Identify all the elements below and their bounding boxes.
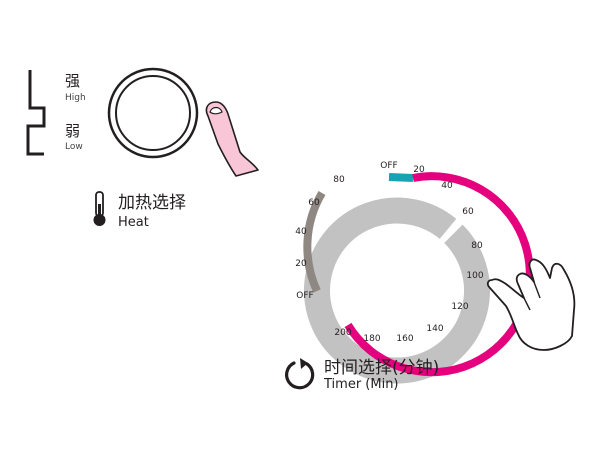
tick-inner-off: OFF — [296, 291, 314, 301]
tick-160: 160 — [396, 334, 414, 344]
high-label-en: High — [65, 93, 86, 103]
timer-title-cn: 时间选择(分钟) — [324, 358, 440, 378]
tick-inner-60: 60 — [308, 198, 320, 208]
thermometer-icon — [93, 191, 106, 226]
tick-60: 60 — [462, 207, 474, 217]
heat-knob[interactable] — [105, 65, 205, 165]
high-low-switch-icon — [26, 70, 46, 156]
heat-select-title-en: Heat — [118, 215, 149, 230]
tick-120: 120 — [451, 302, 469, 312]
tick-100: 100 — [466, 271, 484, 281]
low-label-cn: 弱 — [65, 122, 81, 140]
tick-40: 40 — [441, 181, 453, 191]
tick-off-outer: OFF — [380, 161, 398, 171]
timer-title-en: Timer (Min) — [324, 377, 399, 392]
turning-hand-icon — [486, 258, 576, 351]
tick-inner-80: 80 — [333, 175, 345, 185]
tick-20: 20 — [413, 165, 425, 175]
timer-dial-ring — [304, 197, 490, 384]
inner-scale-arc — [303, 190, 326, 293]
tick-80: 80 — [471, 241, 483, 251]
off-segment-arc — [388, 173, 414, 182]
tick-140: 140 — [426, 324, 444, 334]
tick-200: 200 — [334, 328, 352, 338]
tick-180: 180 — [363, 334, 381, 344]
high-label-cn: 强 — [65, 72, 81, 90]
low-label-en: Low — [65, 142, 83, 152]
tick-inner-20: 20 — [295, 259, 307, 269]
timer-refresh-icon — [285, 358, 315, 390]
heat-select-title-cn: 加热选择 — [118, 193, 186, 213]
pressing-finger-icon — [205, 101, 259, 177]
tick-inner-40: 40 — [295, 227, 307, 237]
